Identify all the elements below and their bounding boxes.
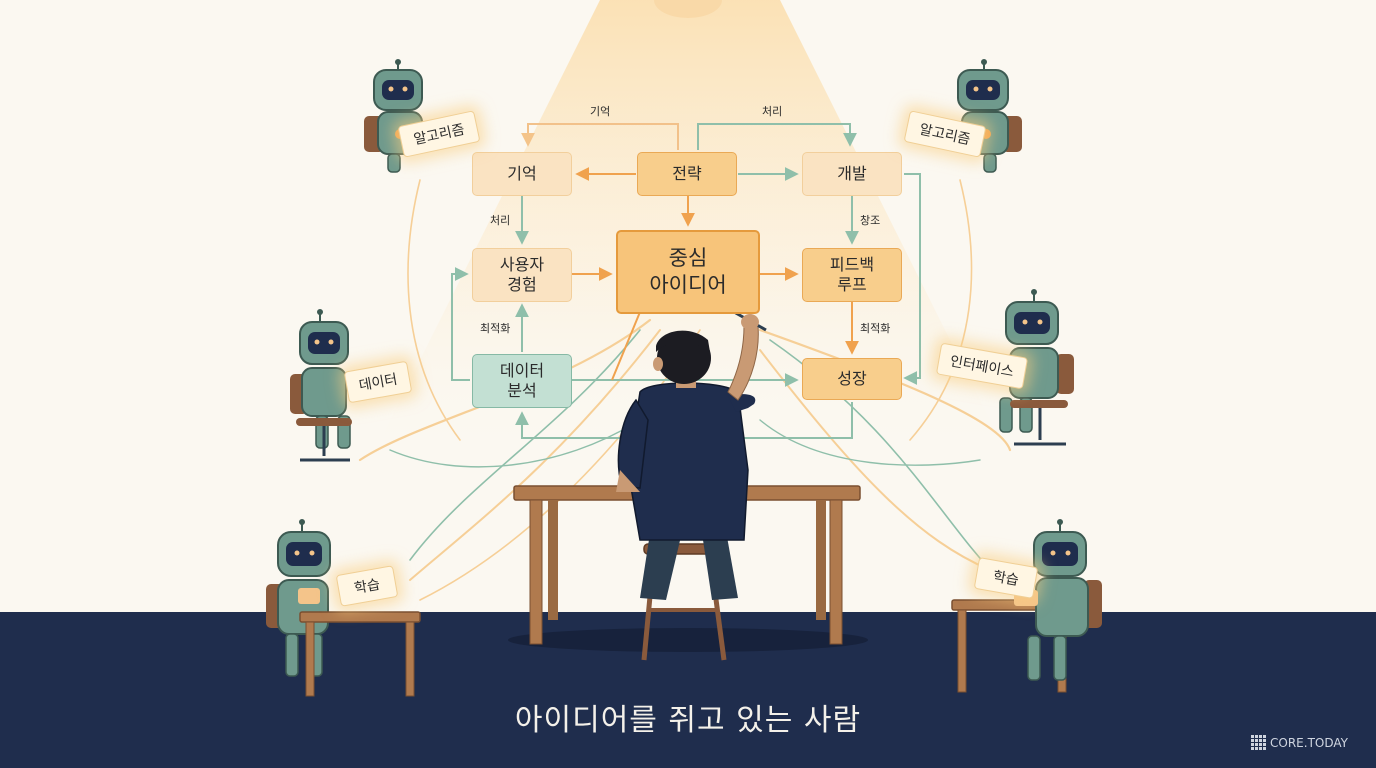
node-memory: 기억	[472, 152, 572, 196]
brand-watermark: CORE.TODAY	[1251, 735, 1348, 750]
node-development: 개발	[802, 152, 902, 196]
floor-shadow	[508, 628, 868, 652]
brand-name: CORE.TODAY	[1270, 735, 1348, 750]
node-strategy: 전략	[637, 152, 737, 196]
edge-label-optimize-right: 최적화	[860, 322, 891, 335]
idea-streams	[358, 179, 1012, 601]
edge-label-processing-left: 처리	[490, 214, 511, 227]
grid-logo-icon	[1251, 735, 1267, 750]
node-data-analysis: 데이터 분석	[472, 354, 572, 408]
node-user-experience: 사용자 경험	[472, 248, 572, 302]
edge-label-processing-top: 처리	[762, 105, 783, 118]
person-with-idea	[508, 310, 868, 661]
node-central-idea: 중심 아이디어	[616, 230, 760, 314]
sun-lamp	[654, 0, 722, 18]
robot-bottom-right	[951, 519, 1102, 693]
robot-mid-left	[290, 309, 352, 462]
caption-title: 아이디어를 쥐고 있는 사람	[514, 703, 862, 738]
node-feedback-loop: 피드백 루프	[802, 248, 902, 302]
edge-label-optimize-left: 최적화	[480, 322, 511, 335]
diagram-arrows	[451, 123, 921, 439]
robot-bottom-left	[266, 519, 421, 697]
edge-label-create: 창조	[860, 214, 881, 227]
node-growth: 성장	[802, 358, 902, 400]
edge-label-memory: 기억	[590, 105, 611, 118]
